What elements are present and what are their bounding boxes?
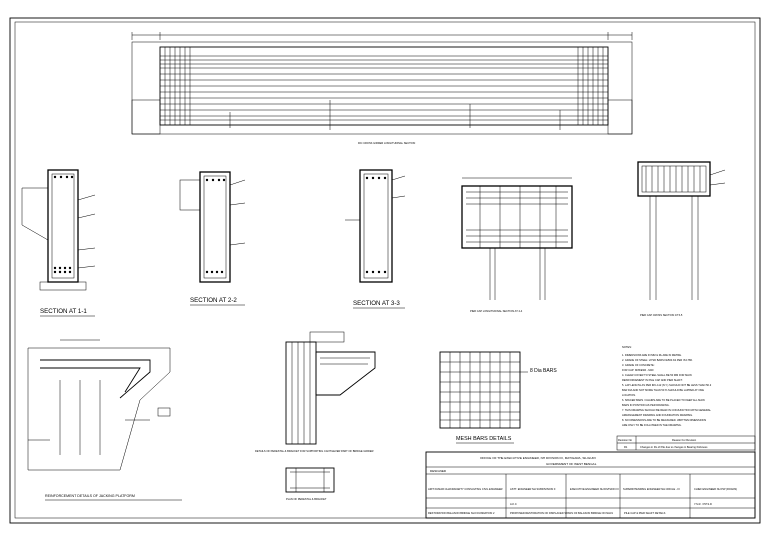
pier-cap-longitudinal-section: PIER CAP LONGITUDINAL SECTION AT 4-4 [461,177,573,313]
revision-table: Revision No Reason For Revision R1 Chang… [616,435,756,451]
mesh-title: MESH BARS DETAILS [456,436,512,442]
jacking-platform-detail: REINFORCEMENT DETAILS OF JACKING PLATFOR… [27,339,182,501]
note-7: 7. THIS DRAWING SHOULD BE READ IN CONJUN… [622,408,711,412]
note-4b: REINFORCEMENT IN PILE CAP AND PIER SHAFT… [622,378,683,382]
pier-long-title: PIER CAP LONGITUDINAL SECTION AT 4-4 [470,309,523,313]
longitudinal-section: R/C CROSS GIRDER LONGITUDINAL SECTION [131,32,633,145]
note-6b: BARS IN POSITION AS PER DRAWING. [622,403,670,407]
tb-sign-right: Y.S.R. / P.P.S.D [694,502,712,506]
mesh-bar-label: 8 Dia BARS [530,368,557,374]
tb-government: GOVERNMENT OF WEST BENGAL [546,462,597,466]
rev-col-reason: Reason For Revision [672,438,697,442]
tb-drawing-name: PILE CAP & PIER SHAFT DETAILS [624,511,666,515]
inner-border [14,21,756,519]
notes-block: NOTES: 1. DIMENSIONS ARE IN MM & RL ARE … [622,345,712,427]
note-5: 5. LAP LENGTH AS PER IRC-112 (N.Y.) SHOU… [622,383,712,387]
note-5c: LOCATION. [622,393,636,397]
note-6: 6. SPACER BARS / CHAIRS ARE TO BE PLACED… [622,398,705,402]
notes-heading: NOTES: [622,345,632,349]
rev-col-no: Revision No [618,438,633,442]
rev-row-no: R1 [624,445,628,449]
pedestal-plan-title: PLAN OF PEDESTAL & BRACKET [286,497,327,501]
tb-project: RESTORATION BALASON BRIDGE NH FOUNDATION… [428,511,495,515]
section-1-1-title: SECTION AT 1-1 [40,308,87,315]
tb-exec: EXECUTIVE ENGINEER NH DIVISION III [570,487,619,491]
note-3: 3. GRADE OF CONCRETE: [622,363,655,367]
tb-project-desc: PROPOSED RESTORATION OF DISPLACED SPANS … [510,511,613,515]
tb-asst: ASTT. ENGINEER NH SUBDIVISION II [510,487,556,491]
tb-chief: CHIEF ENGINEER NH PW (ROADS) [694,487,737,491]
note-8b: ARE ONLY TO BE FOLLOWED IN THE DRAWING. [622,423,682,427]
pier-cap-cross-section: PIER CAP CROSS SECTION AT 5-5 [637,161,726,317]
section-1-1: SECTION AT 1-1 [21,169,96,317]
pedestal-caption: DETAILS OF PEDESTAL & BRACKET FOR SUPPOR… [255,449,374,453]
section-2-2: SECTION AT 2-2 [179,171,246,306]
long-section-caption: R/C CROSS GIRDER LONGITUDINAL SECTION [358,141,415,145]
note-7b: ARRANGEMENT DRAWING AND FOUNDATION DRAWI… [622,413,693,417]
tb-sign-left: A.K.C [510,502,517,506]
pier-cross-title: PIER CAP CROSS SECTION AT 5-5 [640,313,683,317]
jacking-title: REINFORCEMENT DETAILS OF JACKING PLATFOR… [45,494,135,498]
rev-row-reason: Changes in RL of Pile due to changes in … [640,445,708,449]
note-4: 4. CLEAR COVER TO STEEL SHALL BE 50 MM F… [622,373,692,377]
title-block: OFFICE OF THE EXECUTIVE ENGINEER, NH DIV… [425,451,756,519]
tb-designed: DESIGNED [430,469,447,473]
tb-super: SUPERINTENDING ENGINEER NH CIRCLE - III [623,487,680,491]
mesh-bars-detail: 8 Dia BARS MESH BARS DETAILS [439,351,557,444]
pedestal-bracket-detail: DETAILS OF PEDESTAL & BRACKET FOR SUPPOR… [255,331,376,501]
note-2: 2. GRADE OF STEEL: HYSD BARS FE500 AS PE… [622,358,693,362]
note-3b: FOR CAP: M35/ESR - M40 [622,368,654,372]
section-3-3: SECTION AT 3-3 [345,169,406,309]
section-3-3-title: SECTION AT 3-3 [353,300,400,307]
outer-border [9,17,761,524]
tb-office: OFFICE OF THE EXECUTIVE ENGINEER, NH DIV… [480,456,596,460]
note-1: 1. DIMENSIONS ARE IN MM & RL ARE IN METR… [622,353,682,357]
tb-designer: ARIT KUMAR CHAKRAVARTY CONSULTING CIVIL … [428,487,503,491]
note-5b: BAR DIA AND NOT MORE THAN 50 % SHOULD BE… [622,388,704,392]
note-8: 8. NO DIMENSIONS ARE TO BE MEASURED. WRI… [622,418,706,422]
section-2-2-title: SECTION AT 2-2 [190,297,237,304]
